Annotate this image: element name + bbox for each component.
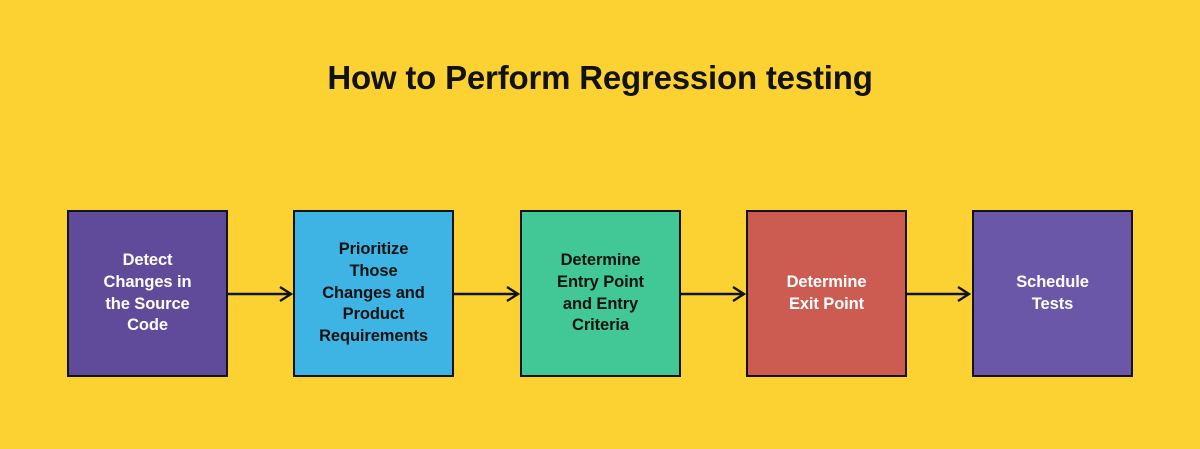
process-step-label: Determine Exit Point bbox=[786, 272, 867, 313]
process-step-determine-entry-point[interactable]: Determine Entry Point and Entry Criteria bbox=[520, 210, 681, 377]
arrow-connector-3 bbox=[680, 284, 748, 304]
arrow-connector-4 bbox=[905, 284, 973, 304]
arrow-connector-2 bbox=[454, 284, 522, 304]
process-step-label: Schedule Tests bbox=[1016, 272, 1089, 313]
process-step-prioritize-changes[interactable]: Prioritize Those Changes and Product Req… bbox=[293, 210, 454, 377]
arrow-connector-1 bbox=[227, 284, 295, 304]
process-step-label: Prioritize Those Changes and Product Req… bbox=[319, 239, 428, 346]
arrow-right-icon bbox=[680, 285, 747, 303]
process-flow: Detect Changes in the Source Code Priori… bbox=[0, 210, 1200, 378]
process-step-schedule-tests[interactable]: Schedule Tests bbox=[972, 210, 1133, 377]
process-step-label: Detect Changes in the Source Code bbox=[103, 250, 192, 335]
arrow-right-icon bbox=[227, 285, 294, 303]
process-step-detect-changes[interactable]: Detect Changes in the Source Code bbox=[67, 210, 228, 377]
process-step-determine-exit-point[interactable]: Determine Exit Point bbox=[746, 210, 907, 377]
page-title: How to Perform Regression testing bbox=[327, 59, 873, 96]
process-step-label: Determine Entry Point and Entry Criteria bbox=[557, 250, 644, 335]
arrow-right-icon bbox=[454, 285, 521, 303]
arrow-right-icon bbox=[905, 285, 972, 303]
